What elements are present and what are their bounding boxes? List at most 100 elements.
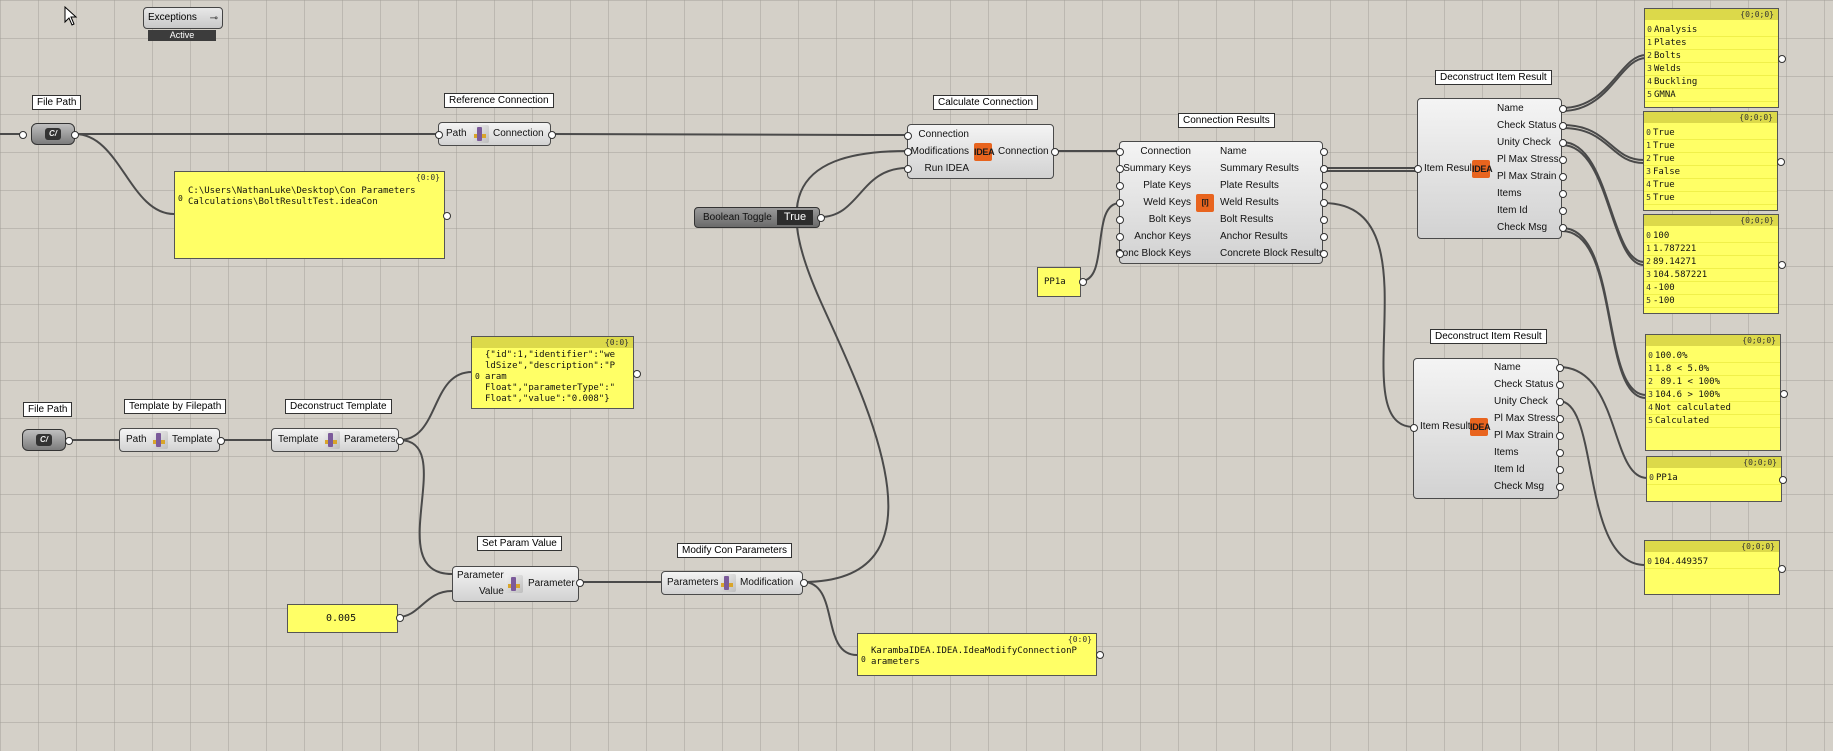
input-grip[interactable] bbox=[1410, 424, 1418, 432]
output-items[interactable]: Items bbox=[1494, 447, 1519, 458]
number-panel[interactable]: 0.005 bbox=[287, 604, 398, 633]
boolean-toggle-value[interactable]: True bbox=[777, 210, 813, 225]
panel-grip[interactable] bbox=[1079, 278, 1087, 286]
panel-grip[interactable] bbox=[1778, 261, 1786, 269]
input-summary-keys[interactable]: Summary Keys bbox=[1123, 163, 1191, 174]
modify-con-parameters-component[interactable]: Parameters Modification bbox=[661, 571, 803, 595]
output-grip[interactable] bbox=[1320, 216, 1328, 224]
output-grip[interactable] bbox=[1556, 466, 1564, 474]
output-grip[interactable] bbox=[1559, 139, 1567, 147]
input-path[interactable]: Path bbox=[446, 128, 467, 139]
output-grip[interactable] bbox=[1559, 224, 1567, 232]
output-grip[interactable] bbox=[1320, 199, 1328, 207]
input-grip[interactable] bbox=[1116, 216, 1124, 224]
input-path[interactable]: Path bbox=[126, 434, 147, 445]
output-grip[interactable] bbox=[1320, 250, 1328, 258]
output-grip[interactable] bbox=[1559, 105, 1567, 113]
output-template[interactable]: Template bbox=[172, 434, 213, 445]
output-grip[interactable] bbox=[1051, 148, 1059, 156]
output-items[interactable]: Items bbox=[1497, 188, 1522, 199]
output-item-id[interactable]: Item Id bbox=[1494, 464, 1525, 475]
file-path-param[interactable]: C/ bbox=[31, 123, 75, 145]
exceptions-component[interactable]: Exceptions ⊸ bbox=[143, 7, 223, 29]
output-weld-results[interactable]: Weld Results bbox=[1220, 197, 1279, 208]
deconstruct-item-result-component[interactable]: Item Result IDEA Name Check Status Unity… bbox=[1413, 358, 1559, 499]
output-grip[interactable] bbox=[1556, 364, 1564, 372]
output-grip[interactable] bbox=[71, 131, 79, 139]
panel-grip[interactable] bbox=[1777, 158, 1785, 166]
output-parameters[interactable]: Parameters bbox=[344, 434, 396, 445]
input-connection[interactable]: Connection bbox=[918, 129, 969, 140]
file-path-param[interactable]: C/ bbox=[22, 429, 66, 451]
output-grip[interactable] bbox=[396, 437, 404, 445]
output-grip[interactable] bbox=[1559, 207, 1567, 215]
output-grip[interactable] bbox=[1556, 432, 1564, 440]
output-check-msg[interactable]: Check Msg bbox=[1494, 481, 1545, 492]
output-connection[interactable]: Connection bbox=[493, 128, 544, 139]
input-bolt-keys[interactable]: Bolt Keys bbox=[1148, 214, 1191, 225]
panel-grip[interactable] bbox=[1096, 651, 1104, 659]
weld-key-panel[interactable]: PP1a bbox=[1037, 267, 1081, 297]
output-check-msg[interactable]: Check Msg bbox=[1497, 222, 1548, 233]
output-grip[interactable] bbox=[1559, 190, 1567, 198]
output-grip[interactable] bbox=[576, 579, 584, 587]
modification-output-panel[interactable]: {0:0} 0 KarambaIDEA.IDEA.IdeaModifyConne… bbox=[857, 633, 1097, 676]
input-grip[interactable] bbox=[1116, 148, 1124, 156]
output-pl-max-stress[interactable]: Pl Max Stress bbox=[1497, 154, 1559, 165]
calculate-connection-component[interactable]: Connection Modifications Run IDEA IDEA C… bbox=[907, 124, 1054, 179]
output-unity-check[interactable]: Unity Check bbox=[1497, 137, 1551, 148]
input-grip[interactable] bbox=[19, 131, 27, 139]
output-item-id[interactable]: Item Id bbox=[1497, 205, 1528, 216]
panel-grip[interactable] bbox=[1779, 476, 1787, 484]
output-plate-results[interactable]: Plate Results bbox=[1220, 180, 1279, 191]
input-grip[interactable] bbox=[904, 148, 912, 156]
input-run-idea[interactable]: Run IDEA bbox=[924, 163, 969, 174]
output-grip[interactable] bbox=[548, 131, 556, 139]
output-name[interactable]: Name bbox=[1497, 103, 1524, 114]
output-pl-max-stress[interactable]: Pl Max Stress bbox=[1494, 413, 1556, 424]
panel-grip[interactable] bbox=[1778, 565, 1786, 573]
panel-grip[interactable] bbox=[1778, 55, 1786, 63]
output-grip[interactable] bbox=[1559, 173, 1567, 181]
input-anchor-keys[interactable]: Anchor Keys bbox=[1134, 231, 1191, 242]
output-pl-max-strain[interactable]: Pl Max Strain bbox=[1494, 430, 1554, 441]
output-grip[interactable] bbox=[1320, 148, 1328, 156]
input-grip[interactable] bbox=[1414, 165, 1422, 173]
output-grip[interactable] bbox=[1556, 449, 1564, 457]
panel-grip[interactable] bbox=[633, 370, 641, 378]
output-grip[interactable] bbox=[1556, 381, 1564, 389]
output-concrete-block-results[interactable]: Concrete Block Results bbox=[1220, 248, 1324, 259]
output-grip[interactable] bbox=[1320, 233, 1328, 241]
boolean-toggle[interactable]: Boolean Toggle True bbox=[694, 207, 820, 228]
input-value[interactable]: Value bbox=[479, 586, 504, 597]
output-unity-check[interactable]: Unity Check bbox=[1494, 396, 1548, 407]
deconstruct-item-result-component[interactable]: Item Result IDEA Name Check Status Unity… bbox=[1417, 98, 1562, 239]
output-grip[interactable] bbox=[217, 437, 225, 445]
deconstruct-template-component[interactable]: Template Parameters bbox=[271, 428, 399, 452]
input-template[interactable]: Template bbox=[278, 434, 319, 445]
output-check-status[interactable]: Check Status bbox=[1494, 379, 1554, 390]
output-connection[interactable]: Connection bbox=[998, 146, 1049, 157]
input-connection[interactable]: Connection bbox=[1140, 146, 1191, 157]
output-check-status[interactable]: Check Status bbox=[1497, 120, 1557, 131]
file-path-panel[interactable]: {0:0} 0 C:\Users\NathanLuke\Desktop\Con … bbox=[174, 171, 445, 259]
output-grip[interactable] bbox=[1556, 398, 1564, 406]
input-parameter[interactable]: Parameter bbox=[457, 570, 504, 581]
input-grip[interactable] bbox=[1116, 165, 1124, 173]
output-grip[interactable] bbox=[1559, 122, 1567, 130]
output-grip[interactable] bbox=[1320, 165, 1328, 173]
output-grip[interactable] bbox=[1556, 483, 1564, 491]
output-pl-max-strain[interactable]: Pl Max Strain bbox=[1497, 171, 1557, 182]
input-plate-keys[interactable]: Plate Keys bbox=[1143, 180, 1191, 191]
input-grip[interactable] bbox=[904, 165, 912, 173]
input-grip[interactable] bbox=[904, 132, 912, 140]
template-json-panel[interactable]: {0:0} 0 {"id":1,"identifier":"we ldSize"… bbox=[471, 336, 634, 409]
input-conc-block-keys[interactable]: Conc Block Keys bbox=[1115, 248, 1191, 259]
input-parameters[interactable]: Parameters bbox=[667, 577, 719, 588]
